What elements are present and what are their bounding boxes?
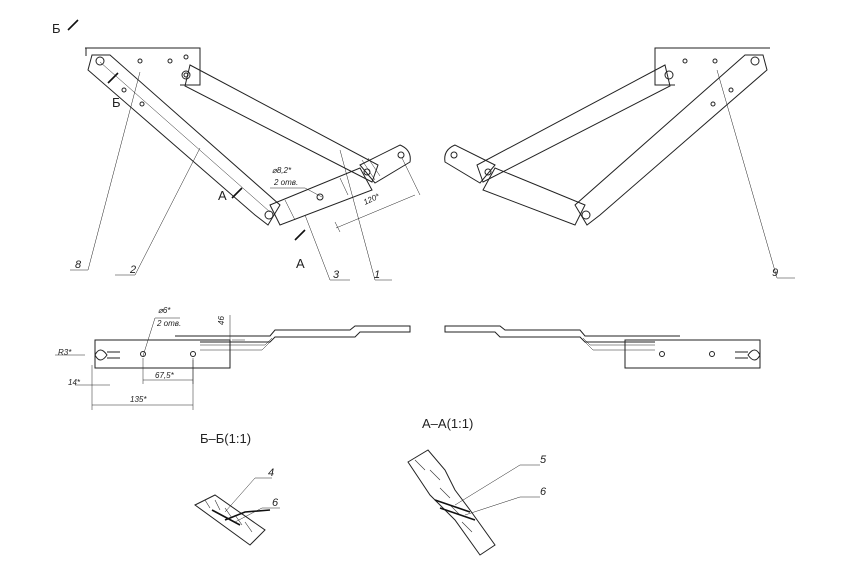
part-number-6: 6 bbox=[272, 497, 279, 509]
left-side-view bbox=[55, 315, 411, 410]
part-number-6: 6 bbox=[540, 486, 547, 498]
part-number-1: 1 bbox=[374, 269, 380, 281]
right-mechanism-top-view bbox=[444, 47, 795, 279]
section-mark-a: А bbox=[296, 256, 305, 271]
dim-135: 135* bbox=[130, 395, 147, 404]
part-number-9: 9 bbox=[772, 267, 778, 279]
section-title-a-a: А–А(1:1) bbox=[422, 416, 473, 431]
part-number-4: 4 bbox=[268, 467, 274, 479]
dim-height: 46 bbox=[217, 316, 226, 325]
dim-67-5: 67,5* bbox=[155, 371, 175, 380]
dim-radius: R3* bbox=[58, 348, 72, 357]
dim-hole-diameter: ⌀8,2* bbox=[272, 166, 292, 175]
section-b-b bbox=[194, 477, 280, 546]
dim-14: 14* bbox=[68, 378, 81, 387]
section-title-b-b: Б–Б(1:1) bbox=[200, 431, 251, 446]
right-side-view bbox=[444, 325, 761, 369]
part-number-8: 8 bbox=[75, 259, 82, 271]
dim-side-hole-diameter: ⌀6* bbox=[158, 306, 171, 315]
arm-1 bbox=[184, 64, 379, 183]
dim-hole-count: 2 отв. bbox=[273, 178, 298, 187]
section-mark-b: Б bbox=[112, 95, 121, 110]
arm-2 bbox=[87, 54, 281, 226]
part-number-5: 5 bbox=[540, 454, 547, 466]
part-number-3: 3 bbox=[333, 269, 340, 281]
part-number-2: 2 bbox=[129, 264, 136, 276]
link-plate bbox=[359, 144, 411, 184]
section-mark-a: А bbox=[218, 188, 227, 203]
section-mark-b: Б bbox=[52, 21, 61, 36]
mounting-bracket bbox=[85, 47, 201, 86]
section-a-a bbox=[407, 449, 540, 556]
rivet-holes bbox=[95, 54, 405, 220]
left-mechanism-top-view bbox=[67, 19, 421, 281]
dim-length: 120* bbox=[362, 191, 382, 206]
arm-3 bbox=[269, 167, 373, 226]
dim-side-hole-count: 2 отв. bbox=[156, 319, 181, 328]
